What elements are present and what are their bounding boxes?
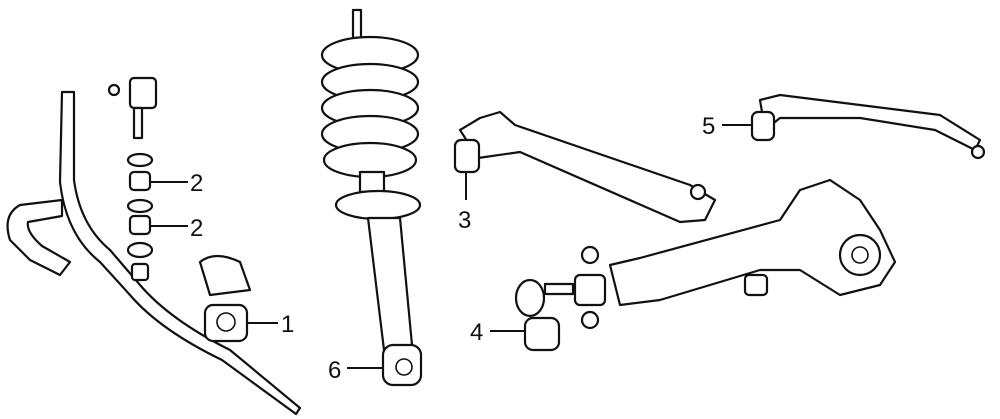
callout-label-2a: 2 [190,170,203,197]
callout-label-3: 3 [458,207,471,234]
upper-arm [750,93,986,160]
callout-6: 6 [328,357,383,384]
callout-label-4: 4 [470,319,483,346]
callout-3: 3 [458,172,471,234]
callout-label-1: 1 [281,311,294,338]
stabilizer-bar [6,90,302,416]
callout-label-2b: 2 [190,215,203,242]
stabilizer-bushings [198,254,252,343]
trailing-arm-knuckle [573,178,897,330]
callout-4: 4 [470,319,525,346]
callout-label-5: 5 [702,113,715,140]
knuckle-bushing-parts [514,278,575,352]
callout-2-upper: 2 [150,170,203,197]
callout-5: 5 [702,113,752,140]
callout-1: 1 [247,311,294,338]
strut-assembly [320,8,423,387]
callout-label-6: 6 [328,357,341,384]
stabilizer-link [107,76,158,282]
callout-2-lower: 2 [150,215,203,242]
lower-arm [453,110,717,224]
